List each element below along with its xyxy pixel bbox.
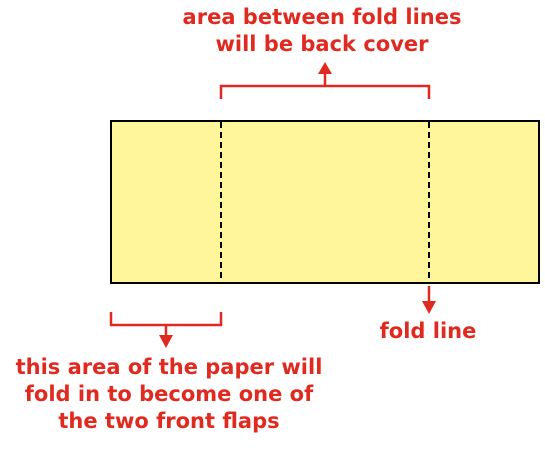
front-flap-label-line-1: this area of the paper will (15, 355, 323, 379)
back-cover-label-line-1: area between fold lines (182, 5, 462, 29)
top-bracket (219, 73, 431, 99)
top-arrow-head (318, 62, 332, 74)
bottom-arrow-head (159, 335, 173, 348)
bottom-bracket (109, 312, 223, 336)
fold-line-arrow-head (422, 301, 436, 314)
front-flap-label-line-2: fold in to become one of (24, 382, 314, 406)
fold-line-label-text: fold line (379, 319, 477, 343)
front-flap-label-line-3: the two front flaps (58, 409, 280, 433)
paper-sheet (110, 120, 540, 284)
front-flap-label: this area of the paper will fold in to b… (0, 354, 338, 435)
back-cover-label-line-2: will be back cover (215, 32, 429, 56)
back-cover-label: area between fold lines will be back cov… (172, 4, 472, 58)
fold-line-label: fold line (368, 318, 488, 345)
